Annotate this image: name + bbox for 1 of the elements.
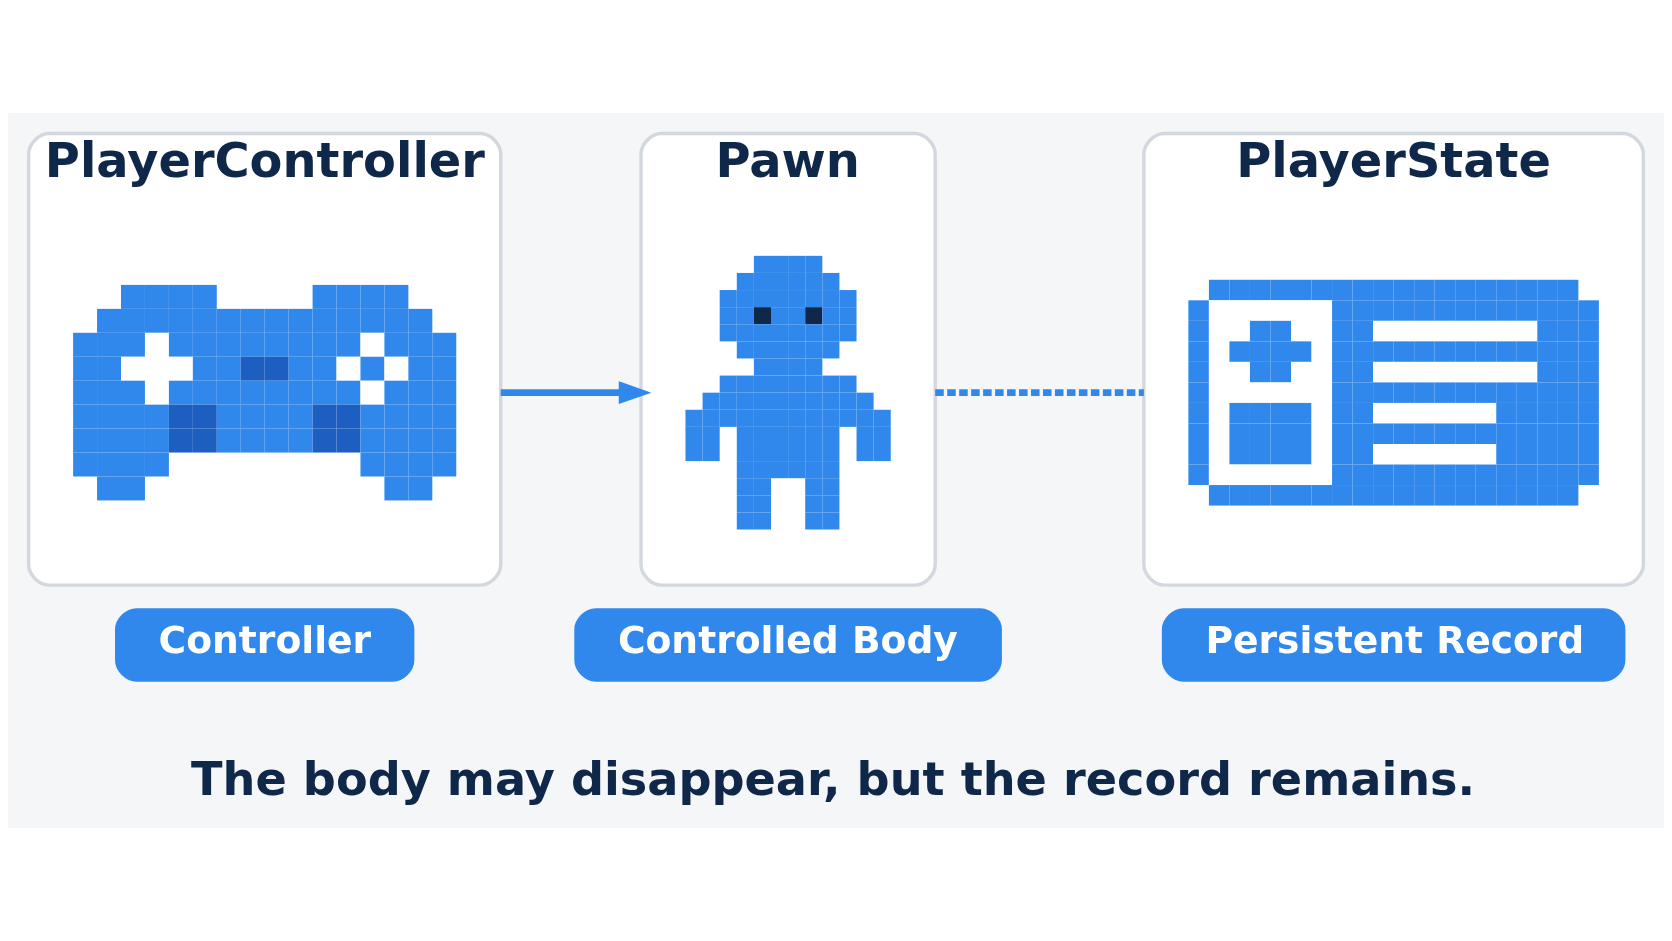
caption: The body may disappear, but the record remains. — [191, 751, 1476, 806]
